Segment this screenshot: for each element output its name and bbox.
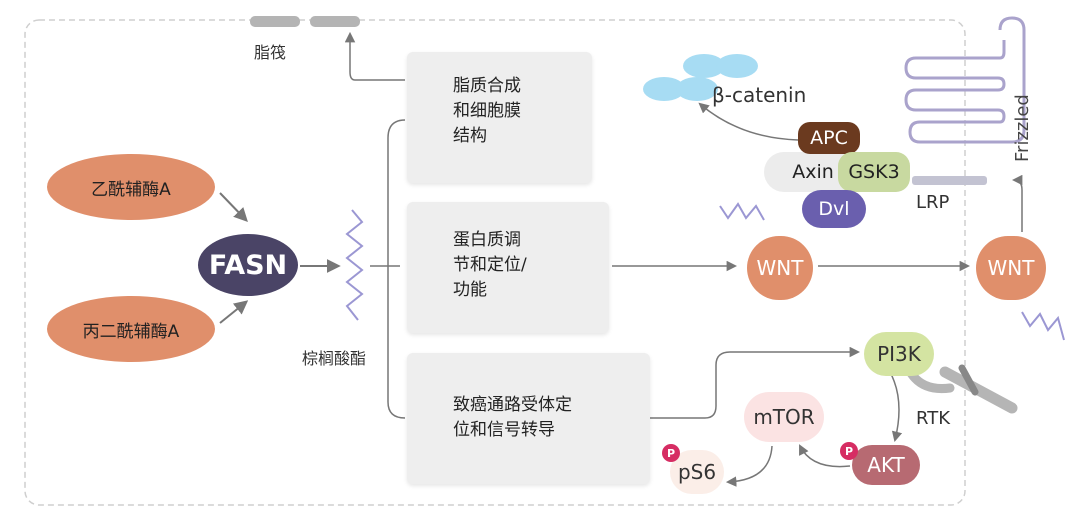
palmitate-chain [345,209,364,321]
acetyl-coa-node: 乙酰辅酶A [47,154,215,220]
arrow-akt-to-mtor [799,444,851,468]
rtk-crossbar [958,364,979,396]
akt-node: AKT [852,445,920,485]
arrow-to-pi3k [650,346,861,419]
rtk-stem [939,366,1018,414]
lipid-raft-bar-2 [310,16,360,27]
lipid-synthesis-text: 脂质合成 和细胞膜 结构 [453,76,521,146]
wnt-lipid-tail-left [719,202,765,221]
palmitate-label: 棕榈酸酯 [302,349,367,368]
frizzled-receptor [904,16,1026,144]
lrp-receptor [912,176,987,185]
beta-catenin-label: β-catenin [712,83,807,107]
lipid-synthesis-box: 脂质合成 和细胞膜 结构 [407,52,592,183]
function-bracket [387,119,406,419]
arrow-acetyl-to-fasn [219,192,248,223]
phospho-marker-ps6: P [662,444,680,462]
frizzled-label: Frizzled [1012,94,1033,162]
oncogenic-signaling-text: 致癌通路受体定 位和信号转导 [453,395,572,440]
beta-catenin-bubble [716,54,758,78]
malonyl-coa-node: 丙二酰辅酶A [47,296,215,362]
arrow-malonyl-to-fasn [219,300,249,324]
lipid-raft-label: 脂筏 [254,43,287,62]
protein-regulation-text: 蛋白质调 节和定位/ 功能 [453,230,527,300]
mtor-node: mTOR [744,392,824,442]
fasn-node: FASN [198,234,298,296]
dvl-node: Dvl [802,190,866,228]
pi3k-node: PI3K [864,332,934,376]
beta-catenin-bubble [676,77,718,101]
protein-regulation-box: 蛋白质调 节和定位/ 功能 [407,202,609,333]
phospho-marker-akt: P [840,442,858,460]
wnt-lipid-tail-right [1021,311,1065,341]
arrow-complex-to-beta-catenin [698,102,799,141]
wnt-node-left: WNT [747,236,813,300]
lipid-raft-bar-1 [250,16,300,27]
arrow-pi3k-to-akt [889,371,903,443]
lrp-label: LRP [916,192,950,213]
wnt-node-right: WNT [976,236,1046,300]
rtk-label: RTK [916,408,950,429]
oncogenic-signaling-box: 致癌通路受体定 位和信号转导 [407,353,650,484]
arrow-wnt-to-lrp [1011,174,1023,232]
arrow-to-lipid-raft [344,31,405,81]
apc-node: APC [798,122,860,154]
ps6-node: pS6 [670,450,724,494]
gsk3-node: GSK3 [838,152,910,192]
arrow-mtor-to-ps6 [725,445,773,487]
